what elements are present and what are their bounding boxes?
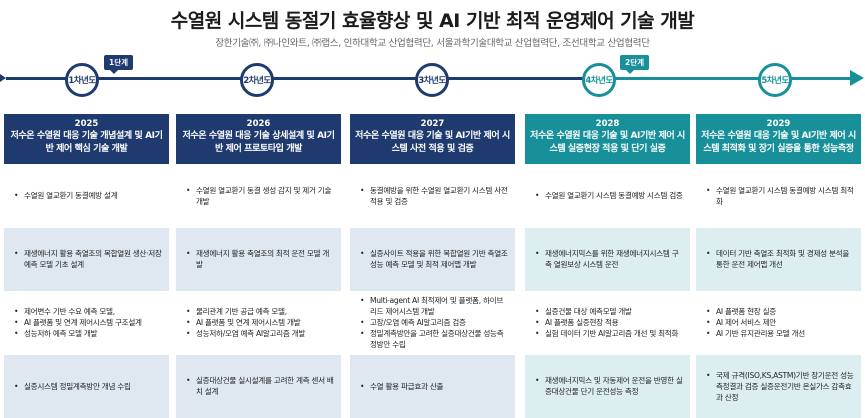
column-title: 저수온 수열원 대응 기술 및 AI기반 제어 시스템 최적화 및 장기 실증을… [701, 131, 856, 154]
task-item: 실증시스템 정밀계측방안 개념 수립 [12, 381, 163, 392]
stage-tag-1: 1단계 [104, 55, 134, 74]
task-item: AI 플랫폼 및 연계 제어시스템 구조설계 [12, 317, 163, 328]
task-cell: 수열원 열교환기 동결 생성 감지 및 제거 기술 개발 [176, 164, 341, 228]
timeline-node-year-1: 1차년도 [65, 63, 99, 97]
task-item: 국제 규격(ISO,KS,ASTM)기반 장기운전 성능 측정결과 검증 실증운… [704, 370, 855, 403]
task-item: 물리관계 기반 공급 예측 모델, [184, 306, 335, 317]
column-title: 저수온 수열원 대응 기술 개념설계 및 AI기반 제어 핵심 기술 개발 [10, 131, 163, 154]
column-year: 2029 [766, 119, 791, 129]
year-column-2028: 2028 저수온 수열원 대응 기술 및 AI기반 제어 시스템 실증현장 적용… [525, 114, 690, 418]
task-cell: 수열원 열교환기 시스템 동결예방 시스템 검증 [525, 164, 690, 228]
task-cell: 물리관계 기반 공급 예측 모델, AI 플랫폼 및 연계 제어시스템 개발 성… [176, 291, 341, 355]
task-item: 재생에너지 활용 축열조의 최적 운전 모델 개발 [184, 248, 335, 270]
task-item: 제어변수 기반 수요 예측 모델, [12, 306, 163, 317]
task-cell: 실증대상건물 실시설계를 고려한 계측 센서 배치 설계 [176, 354, 341, 418]
task-cell: Multi-agent AI 최적제어 및 플랫폼, 하이브리드 제어시스템 개… [350, 291, 515, 355]
task-cell: 수열원 열교환기 동결예방 설계 [4, 164, 169, 228]
task-item: AI 플랫폼 실증현장 적용 [533, 317, 684, 328]
task-cell: 재생에너지믹스를 위한 재생에너지시스템 구축 열원보상 시스템 운전 [525, 227, 690, 291]
task-item: 실험 데이터 기반 AI알고리즘 개선 및 최적화 [533, 328, 684, 339]
task-item: 실증건물 대상 예측모델 개발 [533, 306, 684, 317]
timeline-node-year-5: 5차년도 [758, 63, 792, 97]
task-item: 실증대상건물 실시설계를 고려한 계측 센서 배치 설계 [184, 375, 335, 397]
timeline-tail-icon [0, 74, 6, 82]
task-cell: 데이터 기반 축열조 최적화 및 경제성 분석을 통한 운전 제어맵 개선 [696, 227, 861, 291]
task-cell: 수열 활용 파급효과 산출 [350, 354, 515, 418]
column-year: 2028 [595, 119, 620, 129]
year-column-2027: 2027 저수온 수열원 대응 기술 및 AI기반 제어 시스템 사전 적용 및… [350, 114, 515, 418]
timeline-node-year-4: 4차년도 [582, 63, 616, 97]
task-item: 재생에너지믹스를 위한 재생에너지시스템 구축 열원보상 시스템 운전 [533, 248, 684, 270]
task-item: 실증사이트 적용을 위한 복합열원 기반 축열조 성능 예측 모델 및 최적 제… [358, 248, 509, 270]
column-title: 저수온 수열원 대응 기술 및 AI기반 제어 시스템 사전 적용 및 검증 [355, 131, 510, 154]
column-header: 2026 저수온 수열원 대응 기술 상세설계 및 AI기반 제어 프로토타입 … [176, 114, 341, 164]
task-item: 성능저하 예측 모델 개발 [12, 328, 163, 339]
column-header: 2028 저수온 수열원 대응 기술 및 AI기반 제어 시스템 실증현장 적용… [525, 114, 690, 164]
arrow-right-icon [850, 70, 864, 86]
task-item: 수열원 열교환기 동결 생성 감지 및 제거 기술 개발 [184, 185, 335, 207]
timeline: 1차년도 1단계 2차년도 3차년도 4차년도 2단계 5차년도 [0, 55, 865, 110]
task-item: 성능저하/오염 예측 AI알고리즘 개발 [184, 328, 335, 339]
task-item: 수열원 열교환기 시스템 동결예방 시스템 최적화 [704, 185, 855, 207]
timeline-line-navy [6, 77, 596, 80]
task-item: AI 기반 유지관리용 모델 개선 [704, 328, 855, 339]
timeline-node-year-3: 3차년도 [415, 63, 449, 97]
year-column-2025: 2025 저수온 수열원 대응 기술 개념설계 및 AI기반 제어 핵심 기술 … [4, 114, 169, 418]
year-column-2026: 2026 저수온 수열원 대응 기술 상세설계 및 AI기반 제어 프로토타입 … [176, 114, 341, 418]
task-cell: 수열원 열교환기 시스템 동결예방 시스템 최적화 [696, 164, 861, 228]
page-title: 수열원 시스템 동절기 효율향상 및 AI 기반 최적 운영제어 기술 개발 [170, 10, 695, 32]
task-item: AI 플랫폼 및 연계 제어시스템 개발 [184, 317, 335, 328]
task-cell: 실증시스템 정밀계측방안 개념 수립 [4, 354, 169, 418]
column-year: 2025 [74, 119, 99, 129]
year-column-2029: 2029 저수온 수열원 대응 기술 및 AI기반 제어 시스템 최적화 및 장… [696, 114, 861, 418]
stage-tag-2: 2단계 [620, 55, 650, 74]
task-cell: 재생에너지믹스 및 자동제어 운전을 반영한 실증대상건물 단기 운전성능 측정 [525, 354, 690, 418]
task-item: AI 제어 서비스 제안 [704, 317, 855, 328]
column-header: 2027 저수온 수열원 대응 기술 및 AI기반 제어 시스템 사전 적용 및… [350, 114, 515, 164]
task-item: 데이터 기반 축열조 최적화 및 경제성 분석을 통한 운전 제어맵 개선 [704, 248, 855, 270]
timeline-node-year-2: 2차년도 [240, 63, 274, 97]
task-cell: AI 플랫폼 현장 실증 AI 제어 서비스 제안 AI 기반 유지관리용 모델… [696, 291, 861, 355]
column-year: 2027 [420, 119, 445, 129]
task-cell: 실증사이트 적용을 위한 복합열원 기반 축열조 성능 예측 모델 및 최적 제… [350, 227, 515, 291]
task-cell: 동결예방을 위한 수열원 열교환기 시스템 사전 적용 및 검증 [350, 164, 515, 228]
task-cell: 실증건물 대상 예측모델 개발 AI 플랫폼 실증현장 적용 실험 데이터 기반… [525, 291, 690, 355]
task-item: Multi-agent AI 최적제어 및 플랫폼, 하이브리드 제어시스템 개… [358, 295, 509, 317]
participants-subtitle: 장한기술㈜, ㈜나인와트, ㈜랩스, 인하대학교 산업협력단, 서울과학기술대학… [215, 38, 650, 49]
task-cell: 재생에너지 활용 축열조의 최적 운전 모델 개발 [176, 227, 341, 291]
column-header: 2025 저수온 수열원 대응 기술 개념설계 및 AI기반 제어 핵심 기술 … [4, 114, 169, 164]
column-title: 저수온 수열원 대응 기술 및 AI기반 제어 시스템 실증현장 적용 및 단기… [530, 131, 685, 154]
task-cell: 제어변수 기반 수요 예측 모델, AI 플랫폼 및 연계 제어시스템 구조설계… [4, 291, 169, 355]
task-item: 고장/오염 예측 AI알고리즘 검증 [358, 317, 509, 328]
task-item: 재생에너지 활용 축열조의 복합열원 생산·저장 예측 모델 기초 설계 [12, 248, 163, 270]
column-title: 저수온 수열원 대응 기술 상세설계 및 AI기반 제어 프로토타입 개발 [182, 131, 335, 154]
task-item: 재생에너지믹스 및 자동제어 운전을 반영한 실증대상건물 단기 운전성능 측정 [533, 375, 684, 397]
task-item: AI 플랫폼 현장 실증 [704, 306, 855, 317]
column-year: 2026 [246, 119, 271, 129]
task-cell: 재생에너지 활용 축열조의 복합열원 생산·저장 예측 모델 기초 설계 [4, 227, 169, 291]
task-item: 수열원 열교환기 동결예방 설계 [12, 190, 163, 201]
task-item: 수열 활용 파급효과 산출 [358, 381, 509, 392]
task-item: 수열원 열교환기 시스템 동결예방 시스템 검증 [533, 190, 684, 201]
timeline-line-teal [596, 77, 850, 80]
task-cell: 국제 규격(ISO,KS,ASTM)기반 장기운전 성능 측정결과 검증 실증운… [696, 354, 861, 418]
task-item: 동결예방을 위한 수열원 열교환기 시스템 사전 적용 및 검증 [358, 185, 509, 207]
column-header: 2029 저수온 수열원 대응 기술 및 AI기반 제어 시스템 최적화 및 장… [696, 114, 861, 164]
task-item: 정밀계측방안을 고려한 실증대상건물 성능측정방안 수립 [358, 328, 509, 350]
